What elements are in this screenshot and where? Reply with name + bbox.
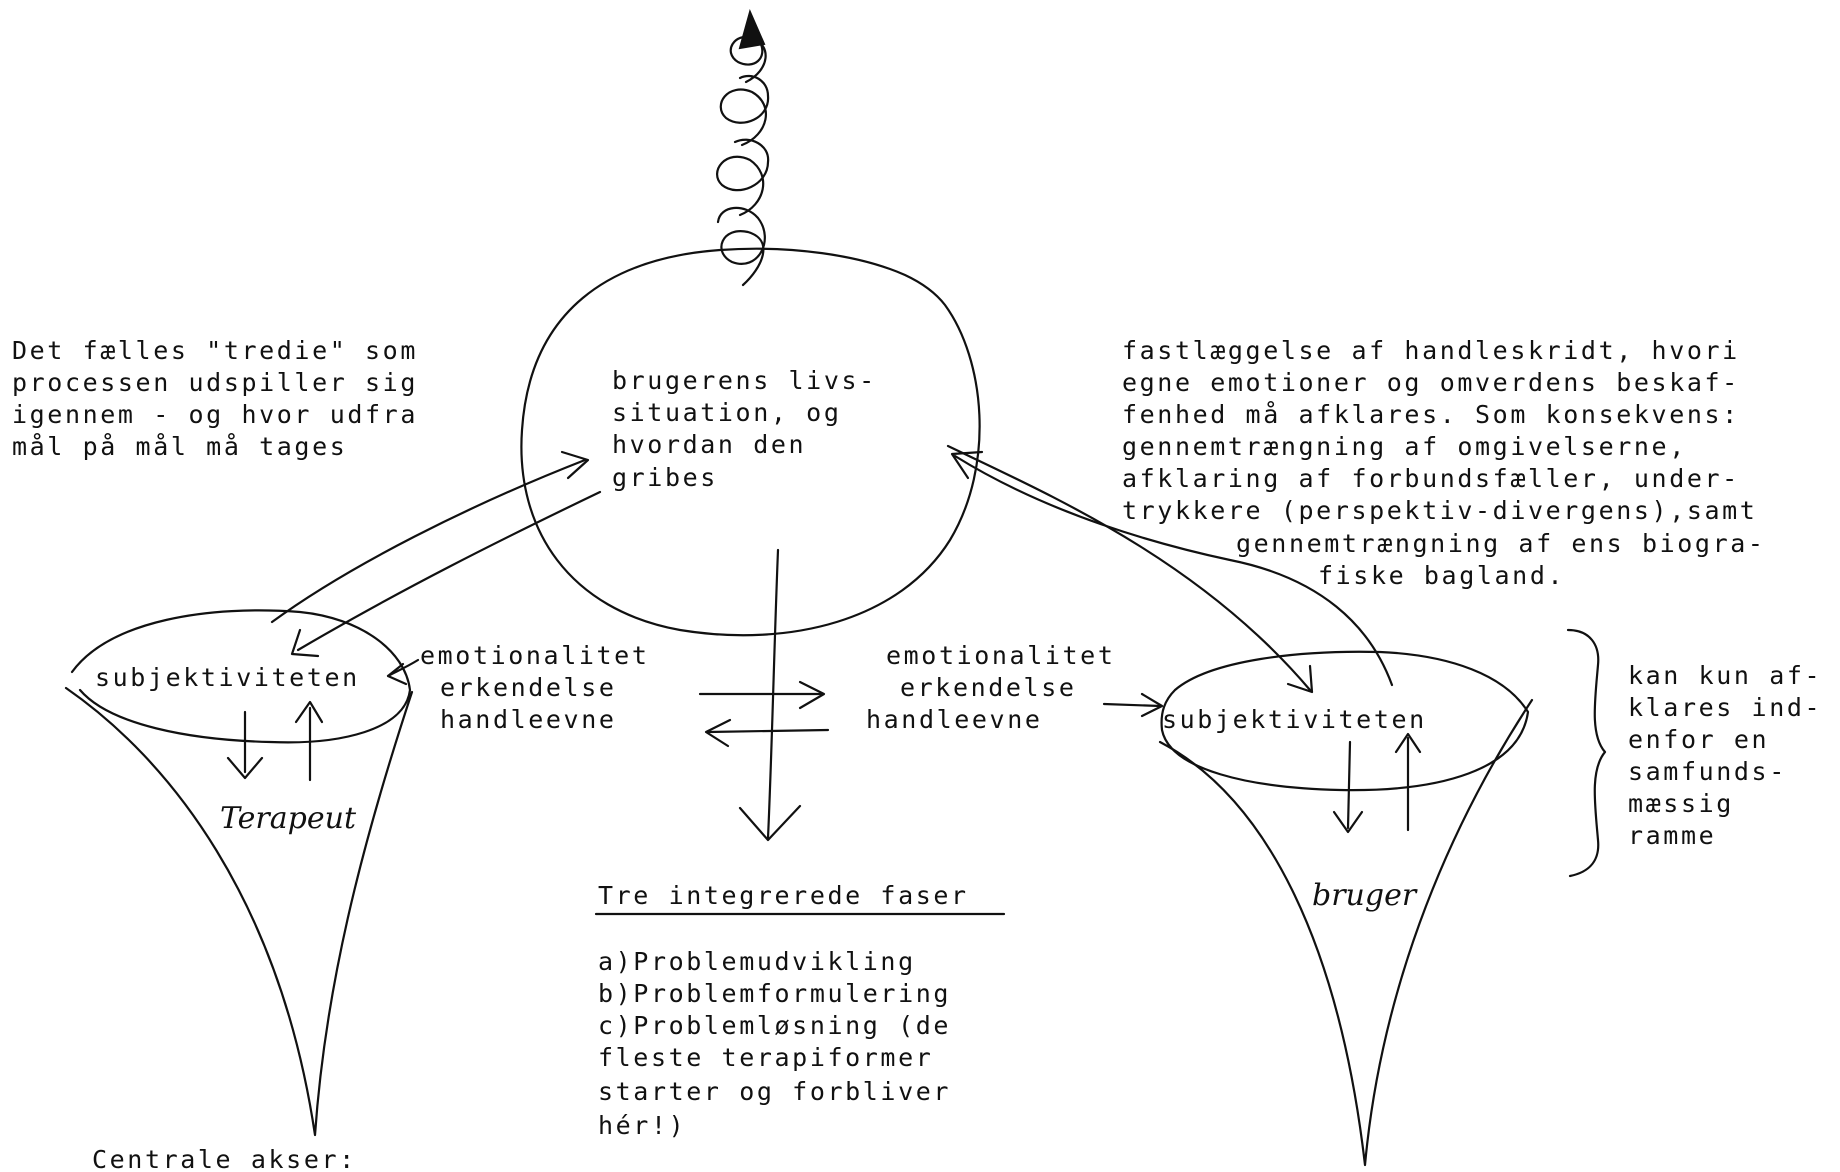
therapist-cone-rim — [70, 609, 412, 744]
action-steps-line-1: fastlæggelse af handleskridt, hvori — [1122, 336, 1740, 365]
center-circle — [520, 247, 981, 637]
phase-item-6: hér!) — [598, 1111, 686, 1140]
therapist-circle-arrows — [270, 450, 602, 658]
user-quality-2: erkendelse — [900, 673, 1077, 702]
brace-note-line-5: mæssig — [1628, 789, 1734, 818]
phase-item-3: c)Problemløsning (de — [598, 1011, 951, 1040]
action-steps-line-4: gennemtrængning af omgivelserne, — [1122, 432, 1687, 461]
user-hand-label: bruger — [1312, 878, 1418, 913]
user-circle-arrows — [946, 444, 1394, 694]
therapist-subjectivity-label: subjektiviteten — [95, 663, 360, 692]
upward-spiral-arrow — [716, 9, 770, 287]
shared-third-line-1: Det fælles "tredie" som — [12, 336, 418, 365]
downward-axis-arrow — [738, 548, 802, 842]
therapist-quality-2: erkendelse — [440, 673, 617, 702]
shared-third-note: Det fælles "tredie" som processen udspil… — [12, 336, 418, 461]
phase-item-4: fleste terapiformer — [598, 1043, 933, 1072]
user-quality-3: handleevne — [866, 705, 1043, 734]
brace-note-line-2: klares ind- — [1628, 693, 1822, 722]
therapist-quality-1: emotionalitet — [420, 641, 649, 670]
brace-note-line-6: ramme — [1628, 821, 1716, 850]
phase-item-2: b)Problemformulering — [598, 979, 951, 1008]
therapist-cone — [64, 609, 414, 1137]
phases-title: Tre integrerede faser — [598, 881, 969, 910]
user-cone — [1158, 650, 1534, 1167]
phase-item-1: a)Problemudvikling — [598, 947, 916, 976]
phases-section: Tre integrerede faser a)Problemudvikling… — [594, 881, 1006, 1140]
action-steps-note: fastlæggelse af handleskridt, hvori egne… — [1122, 336, 1766, 590]
middle-exchange-arrows — [698, 680, 830, 748]
shared-third-line-3: igennem - og hvor udfra — [12, 400, 418, 429]
curly-brace — [1566, 628, 1607, 878]
therapist-qualities: emotionalitet erkendelse handleevne — [386, 641, 649, 734]
brace-note: kan kun af- klares ind- enfor en samfund… — [1628, 661, 1822, 850]
action-steps-line-2: egne emotioner og omverdens beskaf- — [1122, 368, 1740, 397]
phase-item-5: starter og forbliver — [598, 1077, 951, 1106]
action-steps-line-6: trykkere (perspektiv-divergens),samt — [1122, 496, 1757, 525]
therapist-quality-3: handleevne — [440, 705, 617, 734]
center-text-line-4: gribes — [612, 463, 718, 492]
brace-note-line-3: enfor en — [1628, 725, 1769, 754]
action-steps-line-5: afklaring af forbundsfæller, under- — [1122, 464, 1740, 493]
central-axes-label: Centrale akser: — [92, 1145, 357, 1172]
center-text-line-2: situation, og — [612, 398, 841, 427]
shared-third-line-4: mål på mål må tages — [12, 432, 347, 461]
shared-third-line-2: processen udspiller sig — [12, 368, 418, 397]
user-subjectivity-label: subjektiviteten — [1162, 705, 1427, 734]
brace-note-line-1: kan kun af- — [1628, 661, 1822, 690]
user-qualities: emotionalitet erkendelse handleevne — [866, 641, 1164, 734]
action-steps-line-3: fenhed må afklares. Som konsekvens: — [1122, 400, 1740, 429]
user-cone-rim — [1160, 650, 1530, 792]
center-circle-text: brugerens livs- situation, og hvordan de… — [612, 366, 877, 492]
therapist-hand-label: Terapeut — [220, 801, 357, 836]
brace-note-line-4: samfunds- — [1628, 757, 1787, 786]
action-steps-line-7: gennemtrængning af ens biogra- — [1236, 529, 1766, 558]
center-text-line-3: hvordan den — [612, 430, 806, 459]
center-text-line-1: brugerens livs- — [612, 366, 877, 395]
user-quality-1: emotionalitet — [886, 641, 1115, 670]
action-steps-line-8: fiske bagland. — [1318, 561, 1565, 590]
